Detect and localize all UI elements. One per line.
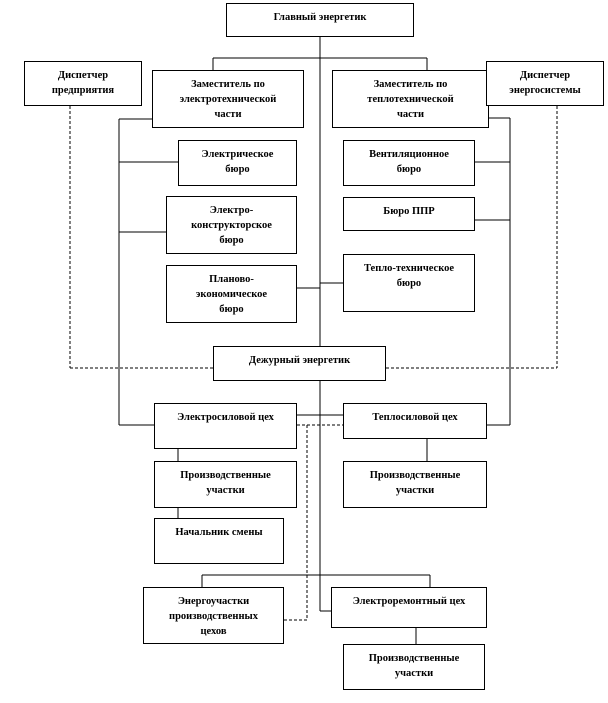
electro-bureau-box: Электрическое бюро bbox=[178, 140, 297, 186]
energy-areas-box: Энергоучастки производственных цехов bbox=[143, 587, 284, 644]
thermo-bureau-box: Тепло-техническое бюро bbox=[343, 254, 475, 312]
production-areas-right-box: Производственные участки bbox=[343, 461, 487, 508]
electro-repair-shop-box: Электроремонтный цех bbox=[331, 587, 487, 628]
deputy-electro-box: Заместитель по электротехнической части bbox=[152, 70, 304, 128]
chief-energy-engineer-box: Главный энергетик bbox=[226, 3, 414, 37]
dispatcher-enterprise-box: Диспетчер предприятия bbox=[24, 61, 142, 106]
dispatcher-energy-box: Диспетчер энергосистемы bbox=[486, 61, 604, 106]
production-areas-left-box: Производственные участки bbox=[154, 461, 297, 508]
shift-head-box: Начальник смены bbox=[154, 518, 284, 564]
vent-bureau-box: Вентиляционное бюро bbox=[343, 140, 475, 186]
duty-engineer-box: Дежурный энергетик bbox=[213, 346, 386, 381]
deputy-thermo-box: Заместитель по теплотехнической части bbox=[332, 70, 489, 128]
planning-bureau-box: Планово- экономическое бюро bbox=[166, 265, 297, 323]
design-bureau-box: Электро- конструкторское бюро bbox=[166, 196, 297, 254]
production-areas-bottom-box: Производственные участки bbox=[343, 644, 485, 690]
thermo-power-shop-box: Теплосиловой цех bbox=[343, 403, 487, 439]
ppr-bureau-box: Бюро ППР bbox=[343, 197, 475, 231]
electro-power-shop-box: Электросиловой цех bbox=[154, 403, 297, 449]
